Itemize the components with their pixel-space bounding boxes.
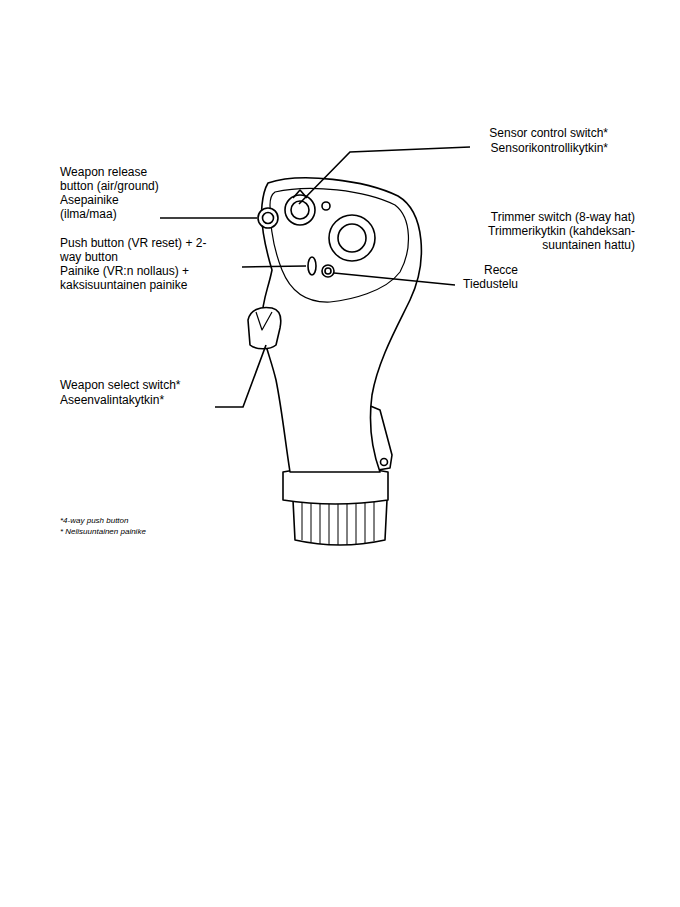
- callout-label: Trimmer switch (8-way hat): [440, 210, 635, 224]
- callout-label: Aseenvalintakytkin*: [60, 393, 240, 407]
- callout-label: Trimmerikytkin (kahdeksan- suuntainen ha…: [440, 224, 635, 252]
- callout-label: Weapon select switch*: [60, 378, 240, 392]
- callout-label: Tiedustelu: [420, 277, 518, 291]
- callout-label: Push button (VR reset) + 2-way button: [60, 236, 210, 264]
- callout-label: Recce: [420, 263, 518, 277]
- callout-label: Sensor control switch*: [430, 126, 608, 140]
- footnote: * Nelisuuntainen painike: [60, 527, 260, 537]
- callout-label: Weapon release button (air/ground): [60, 165, 172, 193]
- footnote: *4-way push button: [60, 516, 260, 526]
- callout-label: Painike (VR:n nollaus) + kaksisuuntainen…: [60, 264, 210, 292]
- callout-label: Asepainike (ilma/maa): [60, 193, 172, 221]
- callout-label: Sensorikontrollikytkin*: [430, 141, 608, 155]
